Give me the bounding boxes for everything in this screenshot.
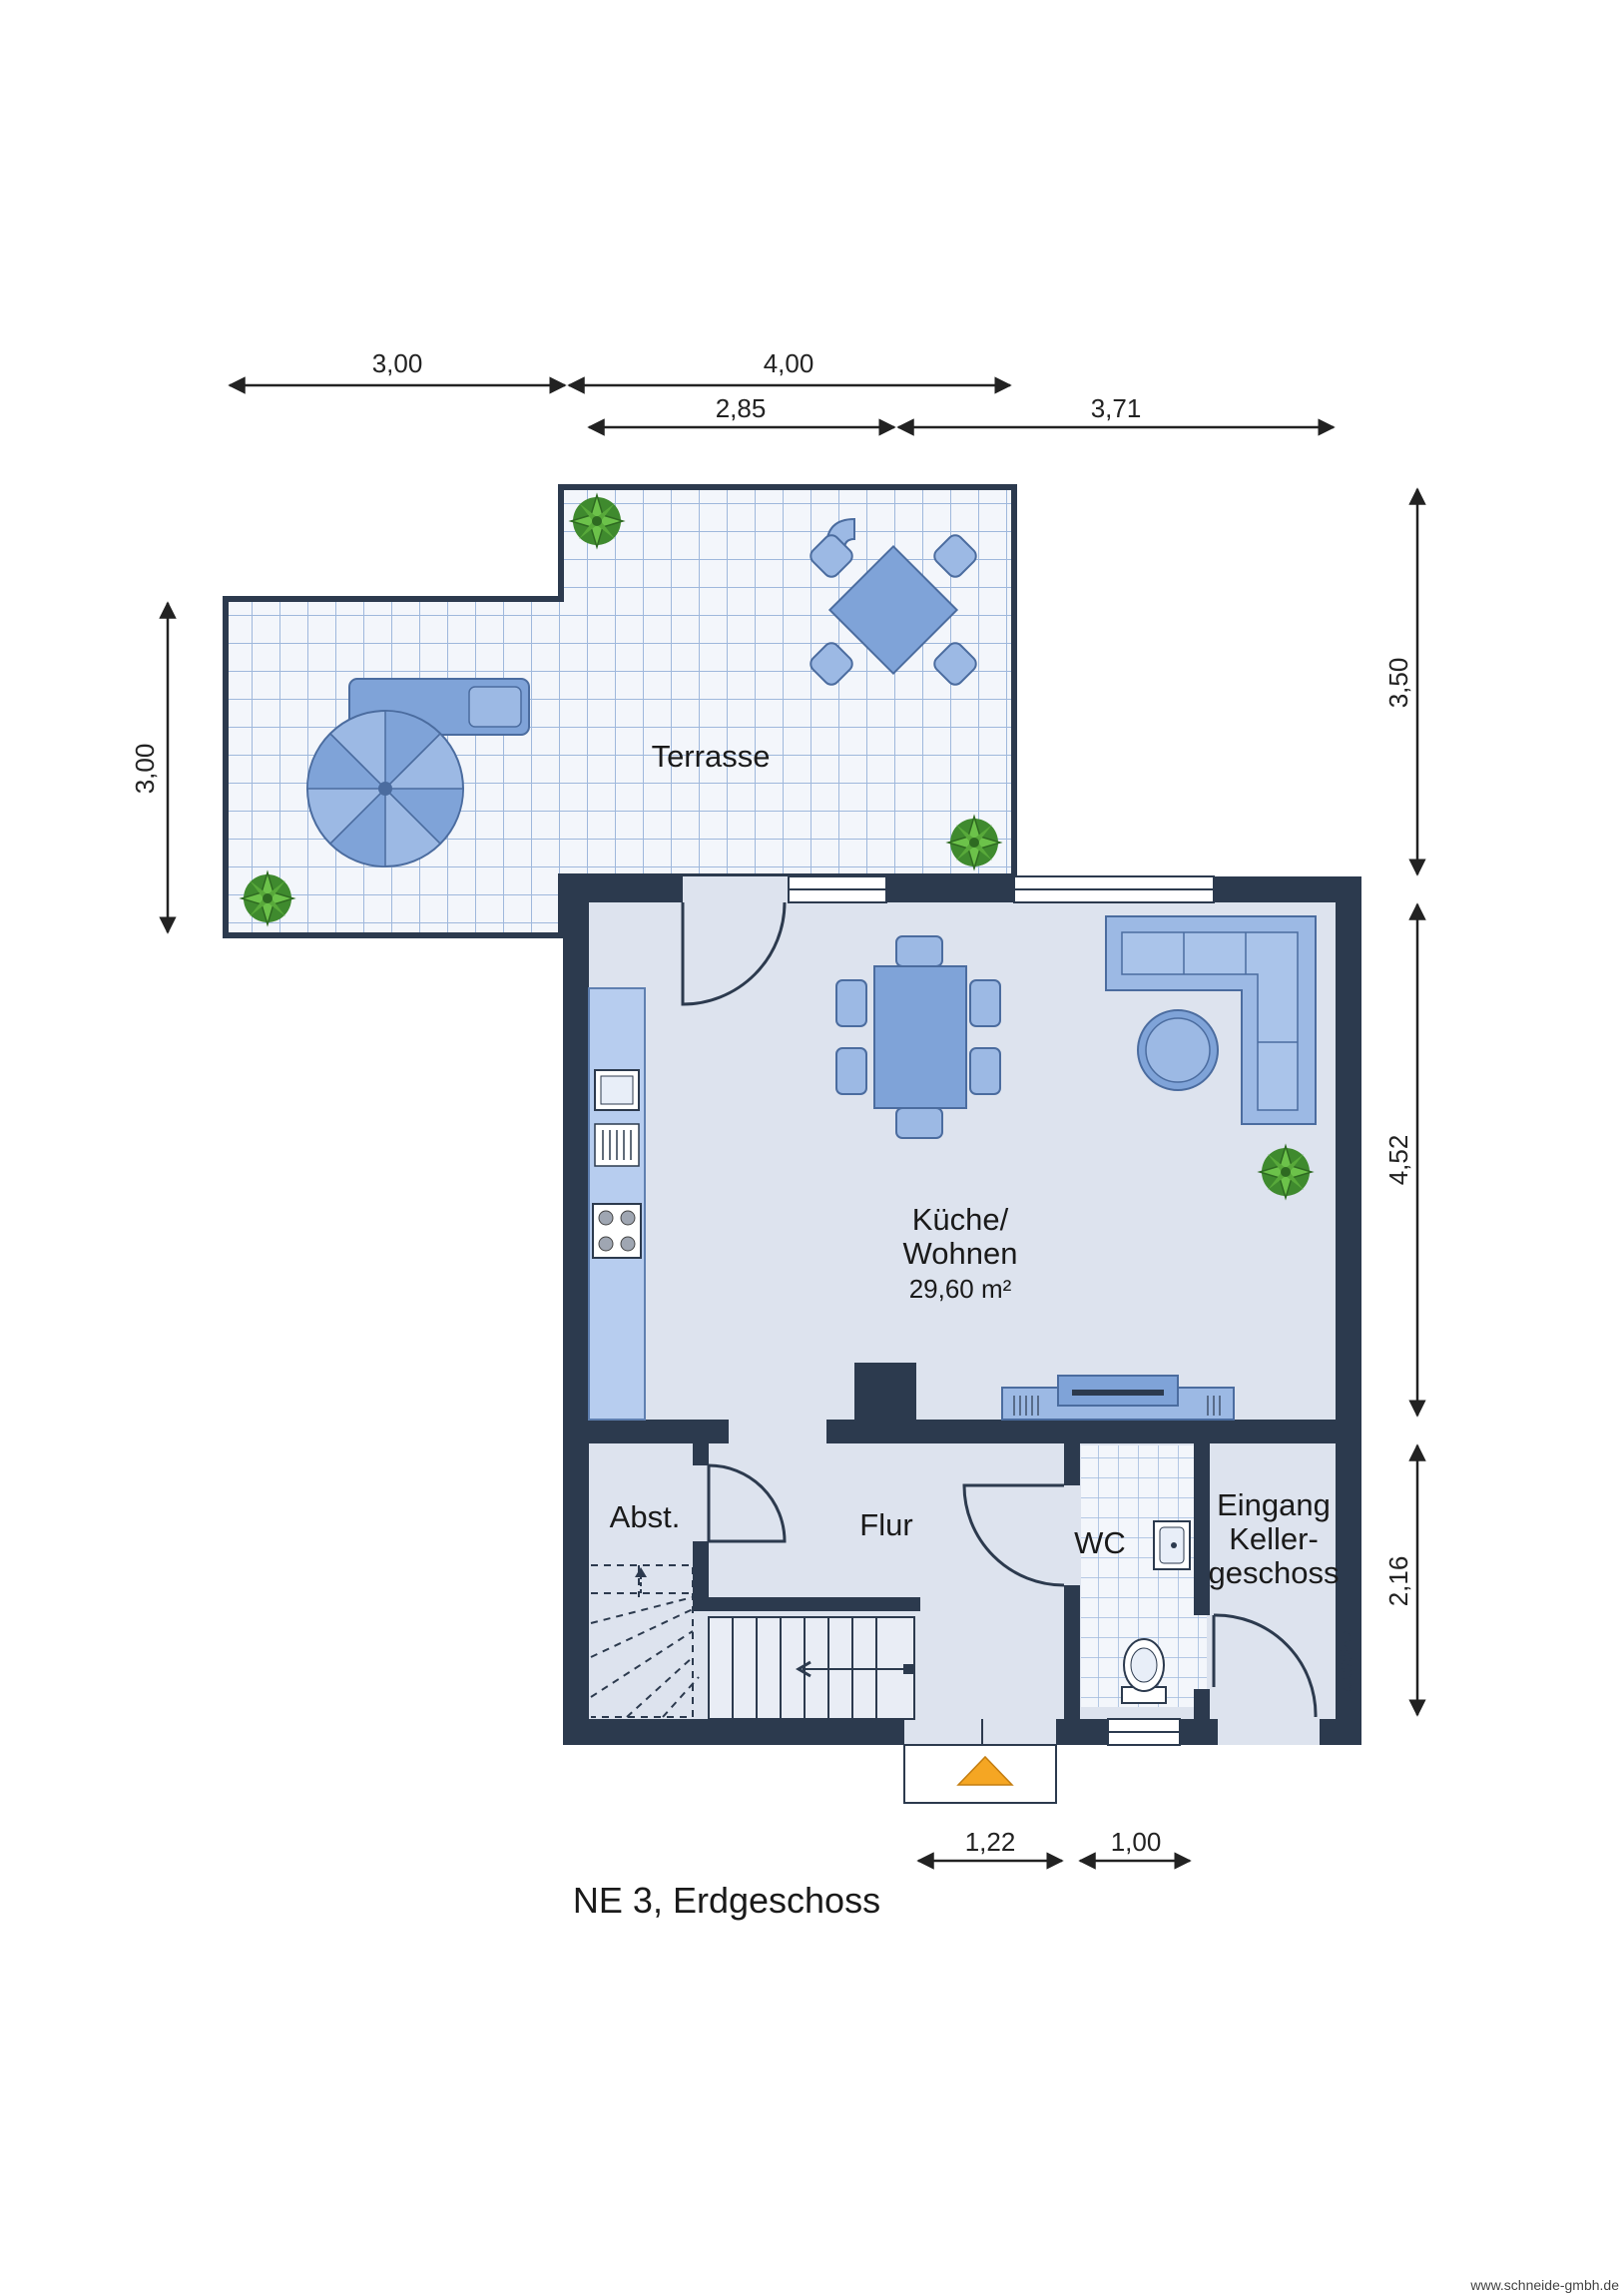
dimension-lines	[159, 376, 1426, 1870]
doors	[681, 901, 1318, 1718]
dim-bottom-wc: 1,00	[1111, 1827, 1162, 1857]
dim-second-left: 2,85	[716, 393, 767, 423]
room-label-kueche-1: Küche/	[912, 1202, 1009, 1237]
stair-arrow-icon	[635, 1567, 647, 1593]
parasol	[306, 710, 464, 867]
room-label-eingang-3: geschoss	[1209, 1555, 1340, 1590]
wc-toilet	[1121, 1638, 1167, 1704]
entrance-arrow-icon	[956, 1755, 1014, 1786]
plant-icon	[568, 492, 626, 550]
kitchen-counter	[588, 987, 646, 1421]
plan-title: NE 3, Erdgeschoss	[573, 1880, 880, 1921]
dim-right-living: 4,52	[1383, 1135, 1413, 1186]
patio-table	[810, 517, 977, 686]
sofa	[1105, 915, 1317, 1125]
dining-table	[835, 935, 1001, 1139]
onoffice-logo: onOffice	[1339, 1631, 1355, 1692]
dim-right-terrace: 3,50	[1383, 658, 1413, 709]
plant-icon	[239, 869, 296, 927]
dim-top-left: 3,00	[372, 348, 423, 378]
room-label-eingang-2: Keller-	[1229, 1521, 1319, 1556]
wc-sink	[1153, 1520, 1191, 1570]
room-label-abst: Abst.	[610, 1499, 681, 1534]
dim-right-entrance: 2,16	[1383, 1556, 1413, 1607]
watermark: www.schneide-gmbh.de	[1469, 2277, 1619, 2293]
walls	[563, 876, 1361, 1745]
room-area-kueche: 29,60 m²	[909, 1274, 1012, 1304]
winder-stairs	[590, 1564, 700, 1718]
room-label-flur: Flur	[859, 1507, 912, 1542]
dim-top-right: 4,00	[764, 348, 814, 378]
dim-bottom-door: 1,22	[965, 1827, 1016, 1857]
plant-icon	[1257, 1143, 1315, 1201]
room-label-eingang-1: Eingang	[1217, 1487, 1331, 1522]
window-lines	[789, 888, 1214, 1733]
room-label-kueche-2: Wohnen	[903, 1236, 1018, 1271]
plant-icon	[945, 814, 1003, 871]
tv-sideboard	[1001, 1375, 1235, 1421]
stairs	[708, 1616, 915, 1720]
dim-second-right: 3,71	[1091, 393, 1142, 423]
room-label-wc: WC	[1074, 1525, 1126, 1560]
room-label-terrasse: Terrasse	[652, 739, 771, 774]
dim-left-vertical: 3,00	[130, 744, 160, 795]
